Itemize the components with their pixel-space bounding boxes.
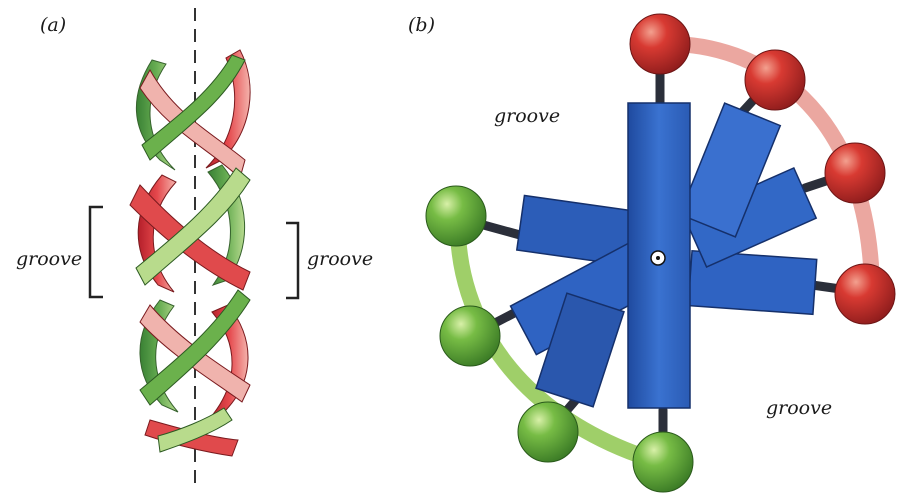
panel-a-helix [90,8,298,488]
panel-b-label: (b) [408,14,435,36]
red-ball [630,14,690,74]
panel-b-endview [426,14,895,492]
groove-label-top: groove [494,105,560,127]
groove-bracket-right [286,223,298,298]
green-ball [518,402,578,462]
red-ball [825,143,885,203]
red-ball [835,264,895,324]
groove-label-left: groove [16,248,82,270]
red-ball [745,50,805,110]
panel-a-label: (a) [40,14,66,36]
groove-label-right: groove [307,248,373,270]
green-ball [426,186,486,246]
green-ball [633,432,693,492]
groove-bracket-left [90,207,103,297]
green-ball [440,306,500,366]
groove-label-bottom: groove [766,397,832,419]
